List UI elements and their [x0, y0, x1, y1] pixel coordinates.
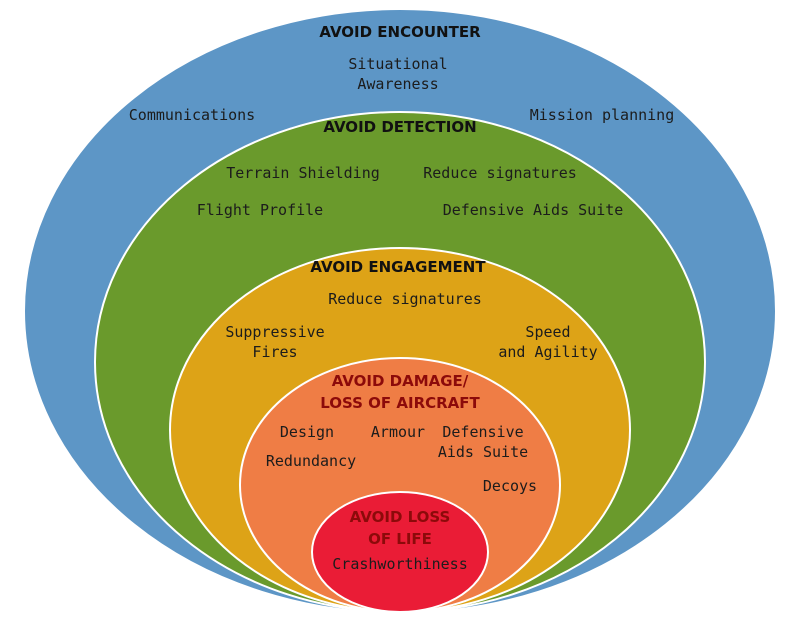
layer-avoid-loss-of-life	[311, 491, 489, 613]
item-redundancy: Redundancy	[265, 452, 357, 470]
item-reduce-signatures-engagement: Reduce signatures	[328, 290, 482, 308]
item-design: Design	[279, 423, 335, 441]
item-communications: Communications	[128, 106, 256, 124]
item-mission-planning: Mission planning	[529, 106, 675, 124]
item-defensive-aids-suite-detection: Defensive Aids Suite	[442, 201, 624, 219]
item-armour: Armour	[370, 423, 426, 441]
item-reduce-signatures-detection: Reduce signatures	[423, 164, 577, 182]
layer-title-avoid-detection: AVOID DETECTION	[323, 118, 477, 136]
item-defensive-aids-suite-damage: Defensive Aids Suite	[437, 423, 529, 461]
item-suppressive-fires: Suppressive Fires	[225, 323, 325, 361]
item-terrain-shielding: Terrain Shielding	[226, 164, 380, 182]
layer-title-avoid-encounter: AVOID ENCOUNTER	[319, 23, 481, 41]
layer-title-avoid-damage: AVOID DAMAGE/ LOSS OF AIRCRAFT	[320, 372, 480, 412]
item-situational-awareness: Situational Awareness	[348, 55, 448, 93]
item-crashworthiness: Crashworthiness	[332, 555, 468, 573]
item-speed-and-agility: Speed and Agility	[498, 323, 598, 361]
item-decoys: Decoys	[482, 477, 538, 495]
item-flight-profile: Flight Profile	[196, 201, 324, 219]
layer-title-avoid-loss-of-life: AVOID LOSS OF LIFE	[349, 508, 451, 548]
layer-title-avoid-engagement: AVOID ENGAGEMENT	[310, 258, 486, 276]
